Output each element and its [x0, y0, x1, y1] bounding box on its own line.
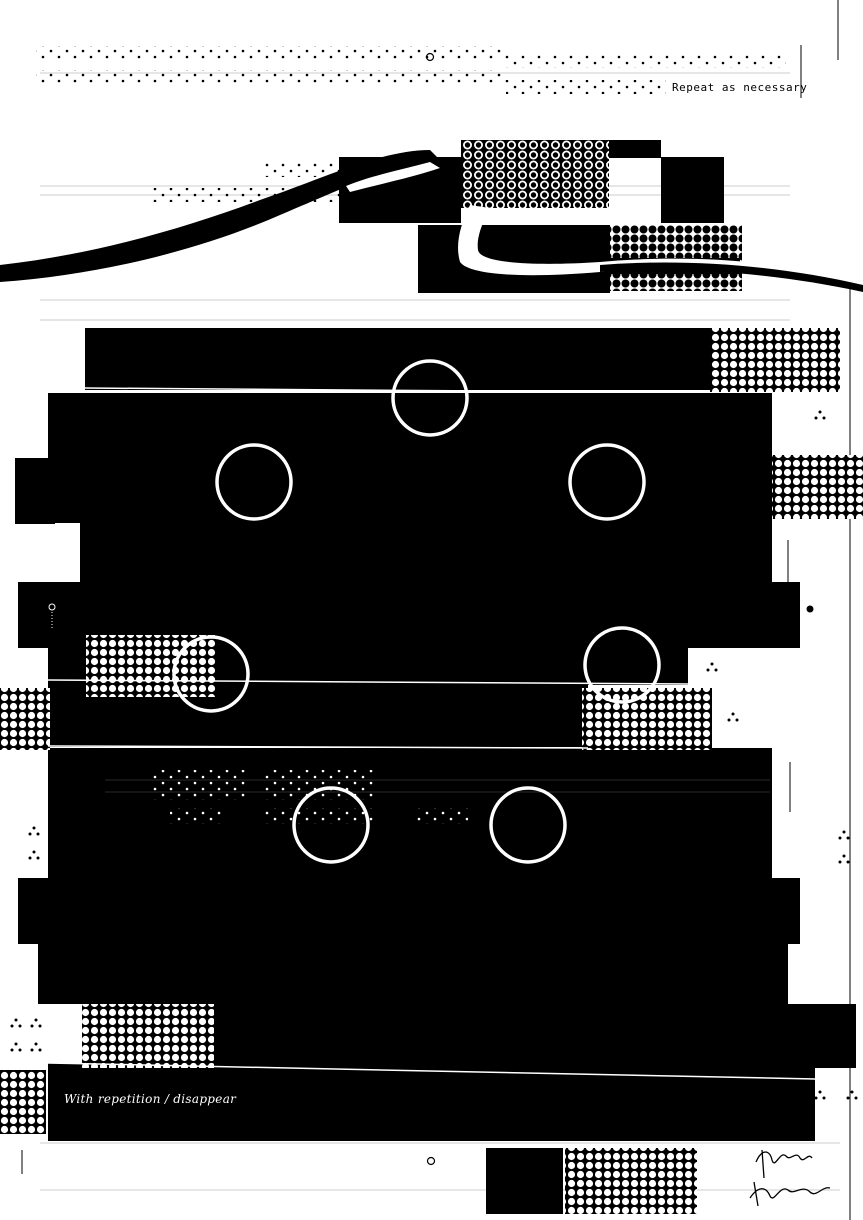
handwritten-signature: [749, 1149, 831, 1207]
collage-top: [0, 140, 863, 293]
circles: [172, 359, 661, 864]
texture-patches: [0, 328, 863, 1214]
instruction-bottom: With repetition / disappear: [64, 1092, 237, 1106]
white-streaks: [47, 387, 816, 1080]
small-marks: [10, 410, 858, 1100]
inner-marks: [48, 603, 56, 630]
instruction-top: Repeat as necessary: [672, 81, 808, 94]
small-circle-bottom: [426, 1156, 436, 1166]
dot-clusters: [150, 770, 468, 824]
